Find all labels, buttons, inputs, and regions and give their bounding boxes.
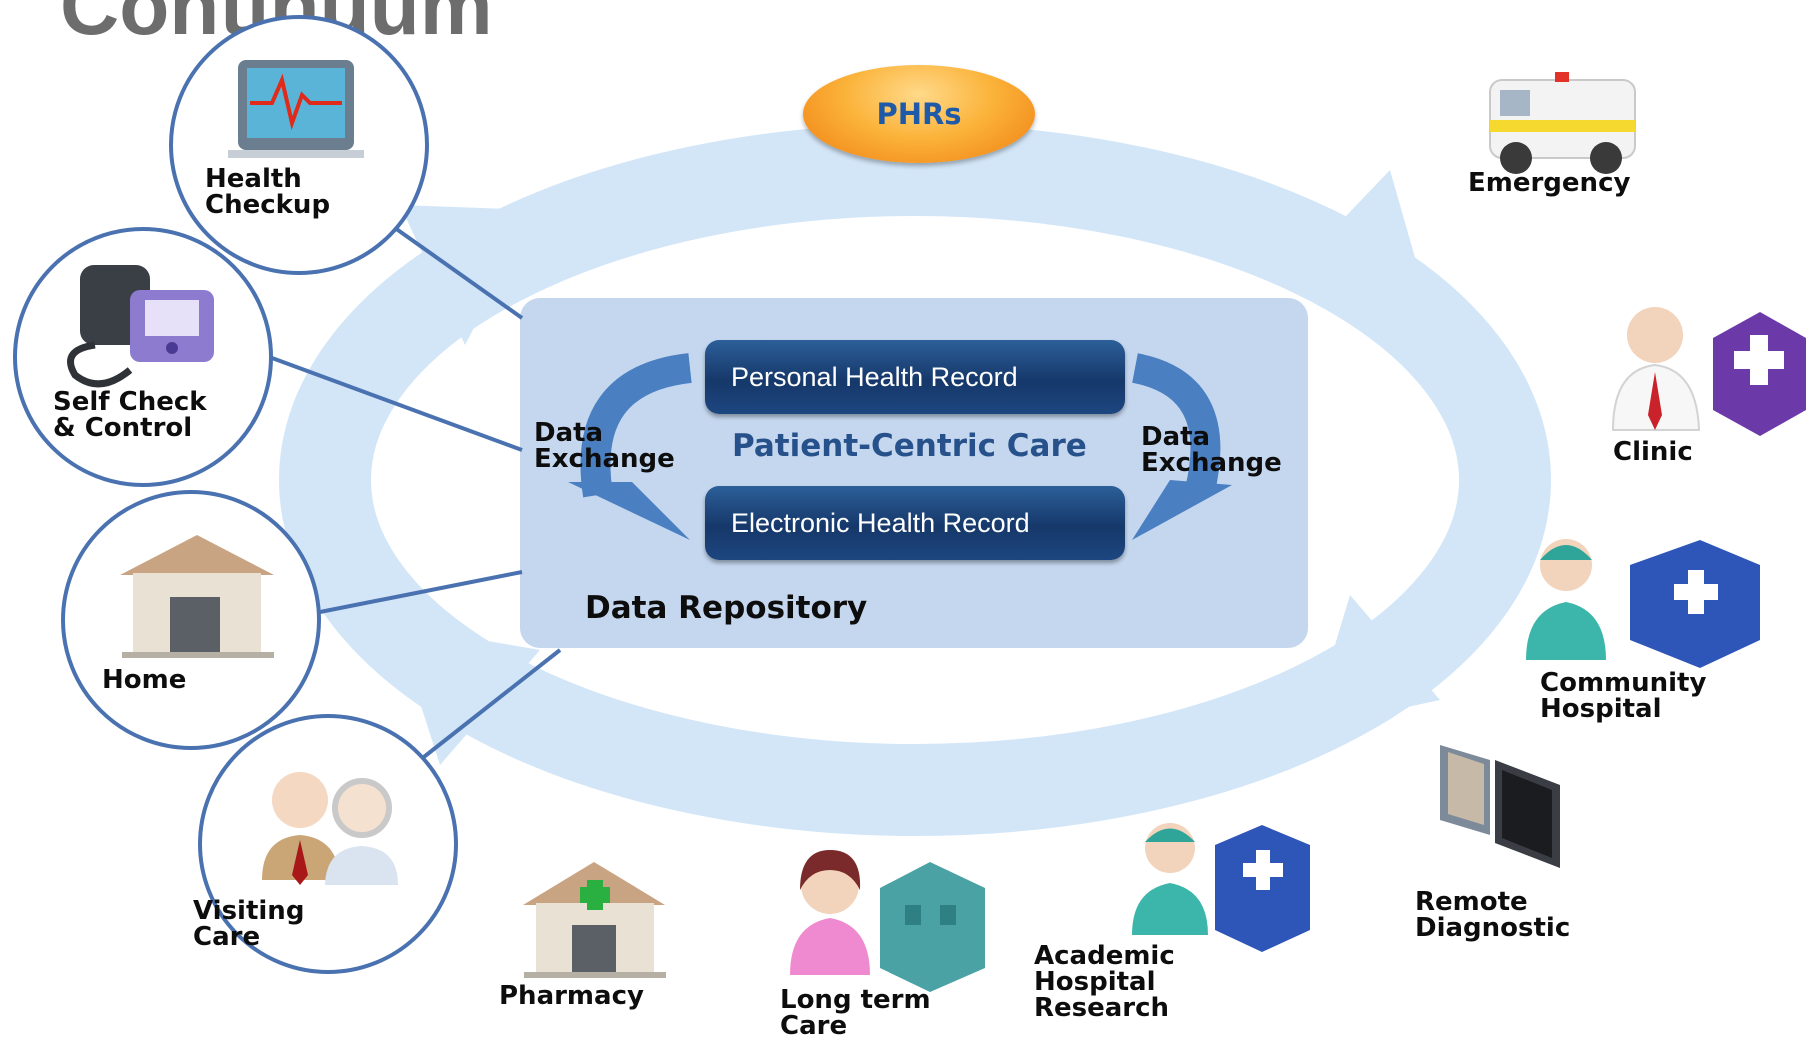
- academic-hospital-label: Academic Hospital Research: [1034, 941, 1175, 1023]
- phrs-badge: PHRs: [803, 65, 1035, 163]
- self-check-label: Self Check & Control: [53, 387, 207, 443]
- exchange-arrow-left: [580, 353, 692, 498]
- ambulance-icon: [1489, 72, 1636, 174]
- connector-line: [418, 648, 562, 762]
- heart-monitor-icon: [228, 60, 364, 158]
- blood-pressure-monitor-icon: [67, 265, 214, 388]
- data-exchange-left-label: Data Exchange: [534, 418, 675, 474]
- cycle-ring: [279, 124, 1551, 836]
- woman-care-home-icon: [790, 850, 985, 992]
- pharmacy-icon: [523, 862, 666, 978]
- connector-line: [271, 356, 523, 452]
- electronic-health-record-box: Electronic Health Record: [705, 486, 1125, 560]
- remote-diagnostic-label: Remote Diagnostic: [1415, 887, 1571, 943]
- ring-arrowhead-bottom-right: [1310, 595, 1440, 728]
- ring-arrowhead-top-left: [400, 205, 535, 345]
- clinic-label: Clinic: [1613, 437, 1693, 467]
- connector-line: [393, 226, 524, 320]
- connector-line: [319, 570, 523, 614]
- pharmacy-label: Pharmacy: [499, 981, 644, 1011]
- house-icon: [120, 535, 274, 658]
- visiting-care-label: Visiting Care: [193, 896, 305, 952]
- home-label: Home: [102, 665, 187, 695]
- data-exchange-right-label: Data Exchange: [1141, 422, 1282, 478]
- exchange-arrow-right: [1131, 353, 1221, 494]
- visiting-care-circle: [198, 714, 458, 974]
- ring-arrowhead-top-right: [1280, 170, 1430, 310]
- community-hospital-label: Community Hospital: [1540, 668, 1707, 724]
- surgeon-hospital-icon: [1526, 539, 1760, 668]
- doctor-clinic-icon: [1611, 307, 1806, 436]
- emergency-label: Emergency: [1468, 168, 1631, 198]
- health-checkup-label: Health Checkup: [205, 164, 331, 220]
- exchange-arrowhead-left: [568, 482, 690, 540]
- ring-arrowhead-bottom-left: [395, 625, 540, 765]
- elderly-couple-icon: [262, 772, 398, 885]
- patient-centric-care-label: Patient-Centric Care: [732, 428, 1087, 464]
- personal-health-record-box: Personal Health Record: [705, 340, 1125, 414]
- surgeon-hospital-icon: [1132, 823, 1310, 952]
- monitors-icon: [1440, 745, 1560, 868]
- long-term-care-label: Long term Care: [780, 985, 931, 1041]
- exchange-arrowhead-right: [1132, 480, 1232, 540]
- data-repository-label: Data Repository: [585, 590, 868, 626]
